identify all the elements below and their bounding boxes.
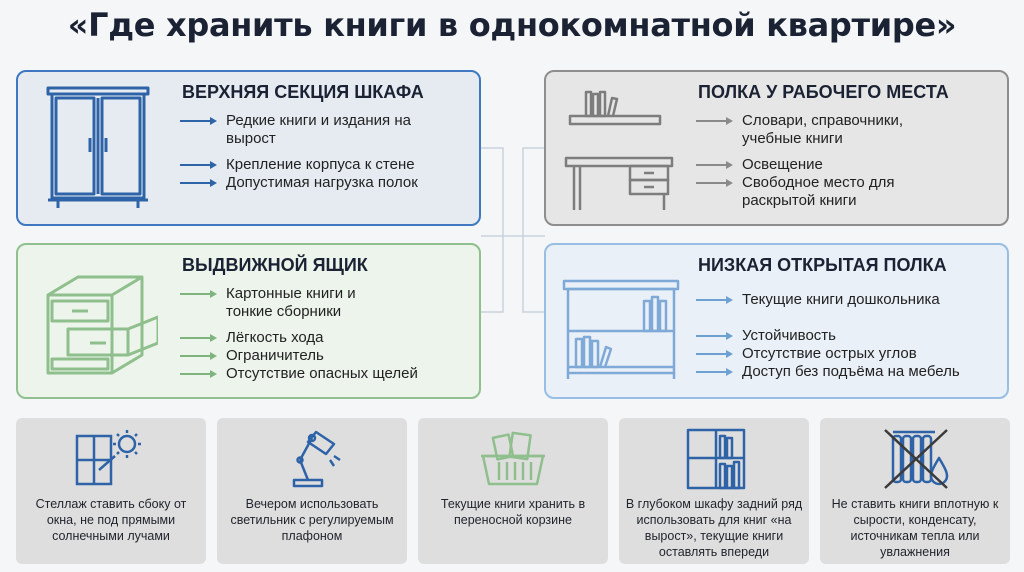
list-item: Устойчивость (696, 327, 996, 345)
deep-cabinet-icon (619, 426, 809, 496)
desk-panel: ПОЛКА У РАБОЧЕГО МЕСТА Словари, справочн… (544, 70, 1009, 226)
list-item: Словари, справочники, учебные книги (696, 112, 996, 148)
list-item: Редкие книги и издания на вырост (180, 112, 480, 148)
tip-text: Стеллаж ставить сбоку от окна, не под пр… (35, 497, 187, 543)
panel-connector (481, 147, 545, 313)
tip-card: В глубоком шкафу задний ряд использовать… (619, 418, 809, 564)
list-item: Отсутствие острых углов (696, 345, 996, 363)
bookcase-icon (560, 255, 680, 389)
tip-card: Не ставить книги вплотную к сырости, кон… (820, 418, 1010, 564)
arrow-right-icon (180, 156, 226, 174)
arrow-right-icon (696, 174, 742, 192)
tip-text: Вечером использовать светильник с регули… (230, 497, 394, 543)
tip-card: Текущие книги хранить в переносной корзи… (418, 418, 608, 564)
chest-of-drawers-icon (38, 255, 160, 389)
low-shelf-panel: НИЗКАЯ ОТКРЫТАЯ ПОЛКА Текущие книги дошк… (544, 243, 1009, 399)
list-item: Картонные книги и тонкие сборники (180, 285, 480, 321)
arrow-right-icon (696, 345, 742, 363)
cabinet-panel: ВЕРХНЯЯ СЕКЦИЯ ШКАФА Редкие книги и изда… (16, 70, 481, 226)
no-radiator-icon (820, 426, 1010, 496)
arrow-right-icon (180, 174, 226, 192)
arrow-right-icon (696, 363, 742, 381)
list-item: Освещение (696, 156, 996, 174)
list-item: Доступ без подъёма на мебель (696, 363, 996, 381)
drawer-panel: ВЫДВИЖНОЙ ЯЩИК Картонные книги и тонкие … (16, 243, 481, 399)
arrow-right-icon (696, 112, 742, 130)
tip-text: Текущие книги хранить в переносной корзи… (440, 497, 586, 527)
arrow-right-icon (180, 285, 226, 303)
list-item: Допустимая нагрузка полок (180, 174, 480, 192)
page-title: «Где хранить книги в однокомнатной кварт… (67, 6, 957, 44)
wardrobe-icon (38, 82, 158, 216)
low-shelf-title: НИЗКАЯ ОТКРЫТАЯ ПОЛКА (698, 255, 947, 275)
cabinet-title: ВЕРХНЯЯ СЕКЦИЯ ШКАФА (182, 82, 424, 102)
basket-icon (418, 426, 608, 496)
desk-lamp-icon (217, 426, 407, 496)
list-item: Свободное место для раскрытой книги (696, 174, 996, 210)
list-item: Ограничитель (180, 347, 480, 365)
desk-with-shelf-icon (560, 82, 680, 216)
tip-card: Вечером использовать светильник с регули… (217, 418, 407, 564)
arrow-right-icon (696, 291, 742, 309)
list-item: Лёгкость хода (180, 329, 480, 347)
tip-text: Не ставить книги вплотную к сырости, кон… (831, 497, 999, 559)
drawer-title: ВЫДВИЖНОЙ ЯЩИК (182, 255, 368, 275)
desk-title: ПОЛКА У РАБОЧЕГО МЕСТА (698, 82, 949, 102)
arrow-right-icon (696, 156, 742, 174)
arrow-right-icon (696, 327, 742, 345)
tip-card: Стеллаж ставить сбоку от окна, не под пр… (16, 418, 206, 564)
arrow-right-icon (180, 347, 226, 365)
list-item: Текущие книги дошкольника (696, 291, 996, 309)
arrow-right-icon (180, 365, 226, 383)
arrow-right-icon (180, 329, 226, 347)
list-item: Отсутствие опасных щелей (180, 365, 480, 383)
tip-text: В глубоком шкафу задний ряд использовать… (625, 497, 803, 559)
list-item: Крепление корпуса к стене (180, 156, 480, 174)
window-sun-icon (16, 426, 206, 496)
arrow-right-icon (180, 112, 226, 130)
